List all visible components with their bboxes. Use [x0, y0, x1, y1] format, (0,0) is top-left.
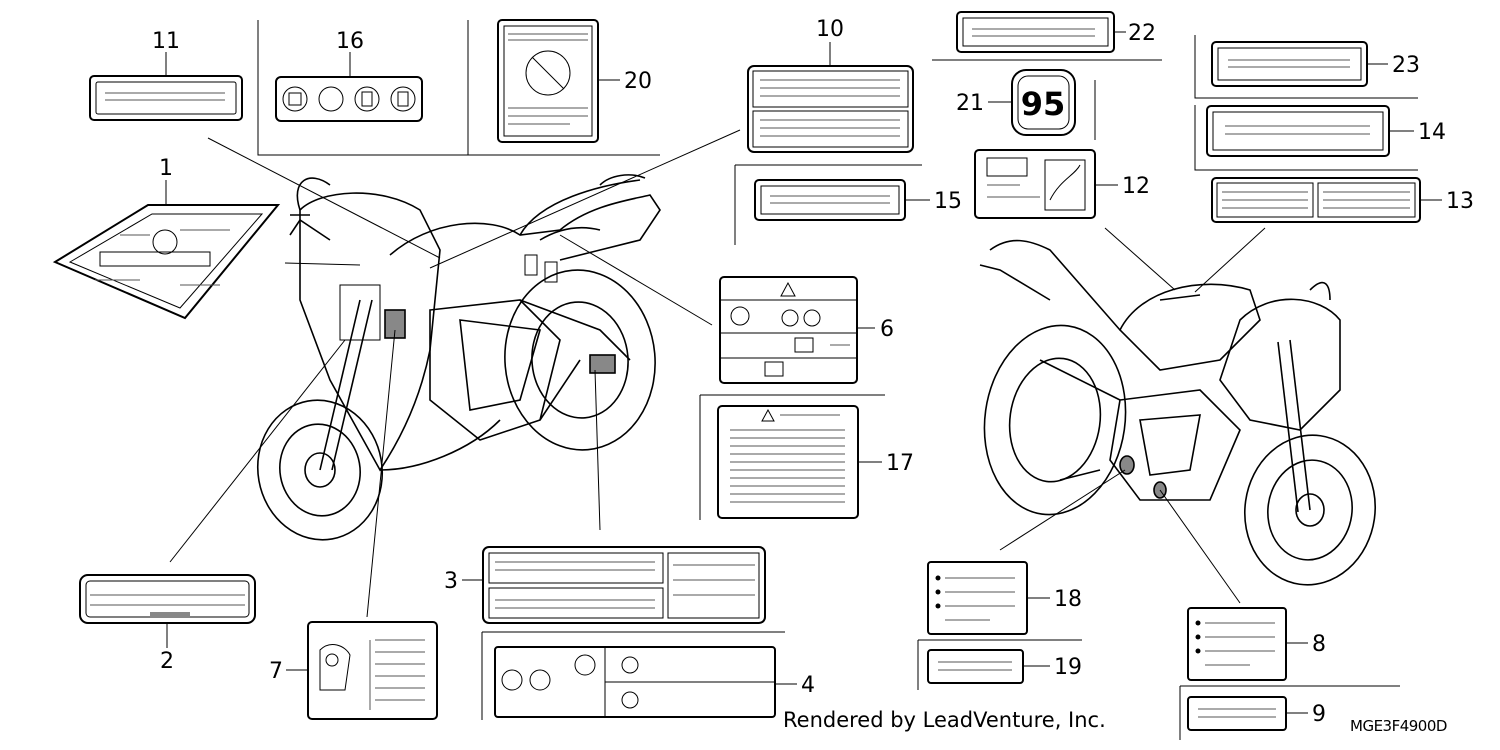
callout-ticks [165, 31, 1442, 714]
callout-7: 7 [269, 659, 283, 684]
callout-16: 16 [336, 29, 364, 54]
diagram-code: MGE3F4900D [1350, 717, 1447, 735]
callout-8: 8 [1312, 632, 1326, 657]
callout-4: 4 [801, 673, 815, 698]
label-21-drawing [1011, 69, 1076, 136]
callout-3: 3 [444, 569, 458, 594]
label-11-drawing [89, 75, 243, 121]
callout-6: 6 [880, 317, 894, 342]
motorcycle-right-view [979, 239, 1377, 586]
callout-19: 19 [1054, 655, 1082, 680]
callout-1: 1 [159, 156, 173, 181]
callout-9: 9 [1312, 702, 1326, 727]
callout-17: 17 [886, 451, 914, 476]
callout-15: 15 [934, 189, 962, 214]
label-20-drawing [497, 19, 599, 143]
callout-20: 20 [624, 69, 652, 94]
callout-numbers: 11 16 20 10 15 22 21 12 23 14 13 1 2 7 3… [152, 17, 1474, 727]
label-12-drawing [974, 149, 1096, 219]
label-8-drawing [1187, 607, 1287, 681]
callout-2: 2 [160, 649, 174, 674]
label-22-drawing [956, 11, 1115, 53]
label-9-drawing [1187, 696, 1287, 731]
label-10-drawing [747, 65, 914, 153]
callout-22: 22 [1128, 21, 1156, 46]
callout-18: 18 [1054, 587, 1082, 612]
label-14-drawing [1206, 105, 1390, 157]
callout-14: 14 [1418, 120, 1446, 145]
label-21-number: 95 [1021, 85, 1066, 123]
callout-11: 11 [152, 29, 180, 54]
label-7-drawing [307, 621, 438, 720]
label-18-drawing [927, 561, 1028, 635]
label-1-drawing [52, 204, 281, 320]
label-16-drawing [275, 76, 423, 122]
motorcycle-left-view [256, 174, 661, 541]
label-3-drawing [482, 546, 766, 624]
label-19-drawing [927, 649, 1024, 684]
leader-lines [169, 129, 1266, 618]
section-dividers [257, 20, 1418, 740]
label-23-drawing [1211, 41, 1368, 87]
callout-21: 21 [956, 91, 984, 116]
label-6-drawing [719, 276, 858, 384]
label-17-drawing [717, 405, 859, 519]
callout-10: 10 [816, 17, 844, 42]
label-15-drawing [754, 179, 906, 221]
callout-12: 12 [1122, 174, 1150, 199]
callout-23: 23 [1392, 53, 1420, 78]
footer-credit: Rendered by LeadVenture, Inc. [783, 708, 1106, 732]
label-13-drawing [1211, 177, 1421, 223]
callout-13: 13 [1446, 189, 1474, 214]
label-4-drawing [494, 646, 776, 718]
label-2-drawing [79, 574, 256, 624]
